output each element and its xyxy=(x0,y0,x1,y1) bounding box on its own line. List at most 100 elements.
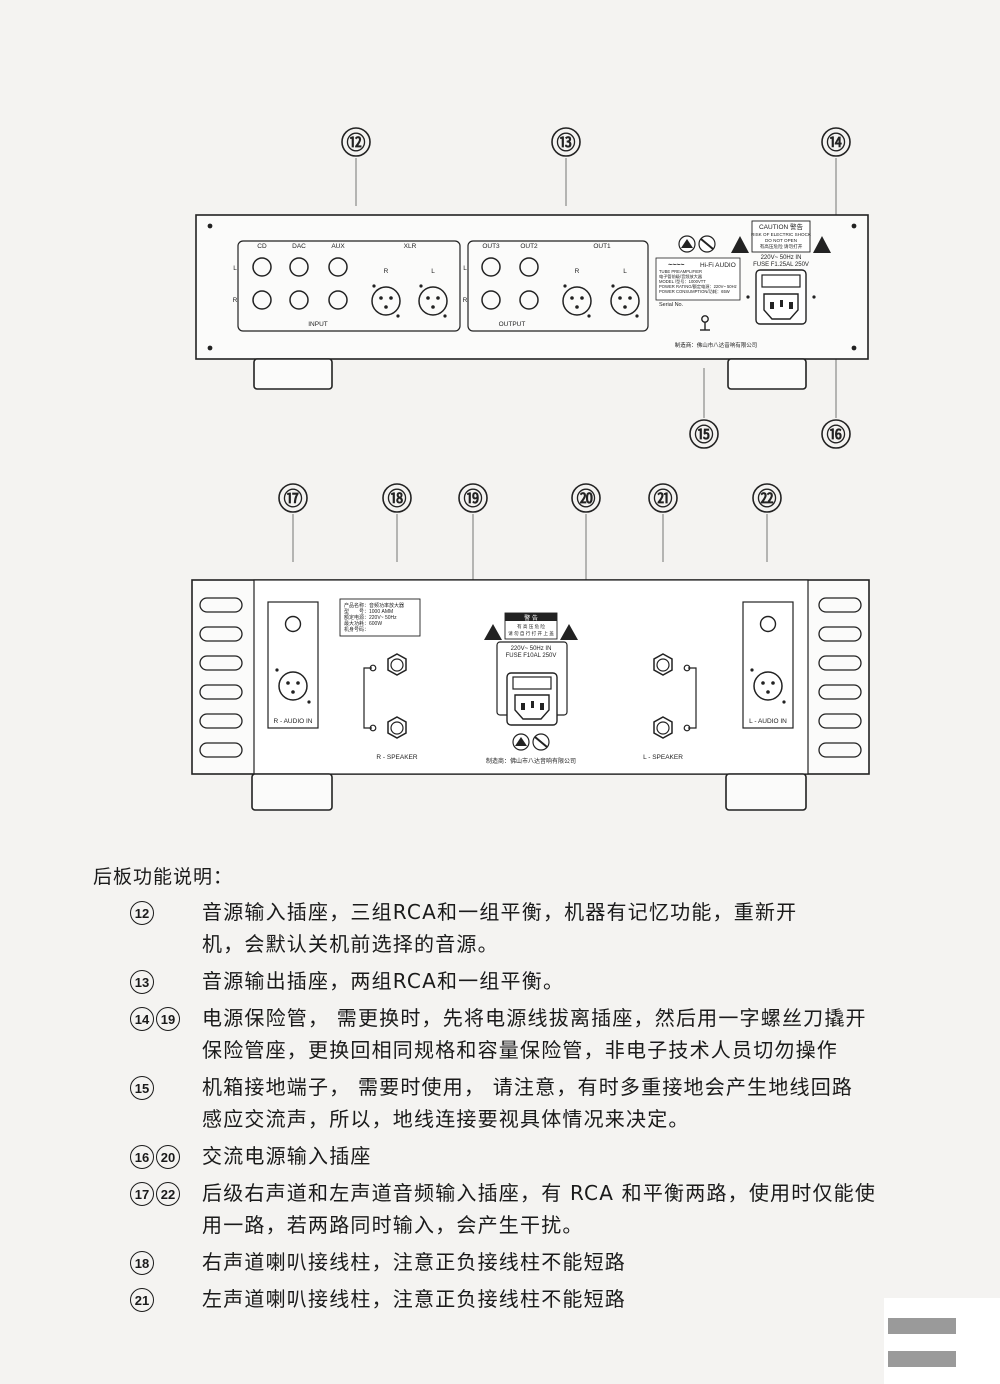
ground-terminal[interactable] xyxy=(700,315,710,331)
function-description-list: 12 音源输入插座，三组RCA和一组平衡，机器有记忆功能，重新开 机，会默认关机… xyxy=(130,900,890,1324)
caution-line3: 有高压危险 请勿打开 xyxy=(760,243,803,250)
callout-15: ⑮ xyxy=(694,423,713,446)
desc-text-12: 音源输入插座，三组RCA和一组平衡，机器有记忆功能，重新开 机，会默认关机前选择… xyxy=(202,900,798,956)
output-r-row-label: R xyxy=(463,297,468,304)
amp-warning-title: 警 告 xyxy=(524,614,538,622)
desc-item-18: 18 右声道喇叭接线柱，注意正负接线柱不能短路 xyxy=(130,1250,890,1278)
amp-iec-power-inlet[interactable] xyxy=(506,672,558,726)
input-aux-label: AUX xyxy=(331,243,345,250)
output-group-label: OUTPUT xyxy=(499,321,526,328)
callout-19: ⑲ xyxy=(463,487,482,510)
svg-text:~~~~: ~~~~ xyxy=(668,262,684,269)
l-xlr-input[interactable] xyxy=(753,671,783,701)
marker-18: 18 xyxy=(130,1251,154,1275)
callout-18: ⑱ xyxy=(387,487,406,510)
amp-warning-line1: 有 高 压 危 险 xyxy=(517,623,545,630)
r-speaker-terminals[interactable] xyxy=(363,653,407,739)
input-group-box xyxy=(237,240,461,332)
xlr-output-l[interactable] xyxy=(610,286,640,316)
rca-out2-l[interactable] xyxy=(519,257,539,277)
l-speaker-terminals[interactable] xyxy=(653,653,697,739)
input-xlr-label: XLR xyxy=(404,243,417,250)
desc-item-21: 21 左声道喇叭接线柱，注意正负接线柱不能短路 xyxy=(130,1287,890,1315)
page-tab-bar-bottom xyxy=(888,1351,956,1367)
rca-out3-r[interactable] xyxy=(481,290,501,310)
r-rca-input[interactable] xyxy=(284,615,302,633)
marker-14: 14 xyxy=(130,1007,154,1031)
rca-cd-l[interactable] xyxy=(252,257,272,277)
preamp-iec-power-inlet[interactable] xyxy=(746,269,816,325)
r-speaker-label: R - SPEAKER xyxy=(376,754,417,761)
amp-rear-panel-diagram: ⑰ ⑱ ⑲ ⑳ ㉑ ㉒ R - AUDIO IN L - AU xyxy=(191,483,870,811)
amp-foot-left xyxy=(251,773,333,811)
amp-power-rating: 220V~ 50Hz IN xyxy=(511,646,552,652)
callout-13-circle xyxy=(551,127,581,157)
amp-warning-line2: 请 勿 自 行 打 开 上 盖 xyxy=(508,630,554,637)
marker-17: 17 xyxy=(130,1182,154,1206)
caution-line1: RISK OF ELECTRIC SHOCK xyxy=(751,232,812,237)
preamp-foot-left xyxy=(253,358,333,390)
nameplate-model: MODEL /型号：1000VTT xyxy=(659,278,706,285)
marker-15: 15 xyxy=(130,1076,154,1100)
marker-13: 13 xyxy=(130,970,154,994)
desc-text-14-19: 电源保险管， 需更换时，先将电源线拔离插座，然后用一字螺丝刀撬开 保险管座，更换… xyxy=(202,1006,867,1062)
xlr-input-r[interactable] xyxy=(371,286,401,316)
nameplate-power-rating: POWER RATING/额定电源：220V~ 50Hz xyxy=(659,283,737,290)
caution-box xyxy=(751,220,811,253)
output-group-box xyxy=(467,240,649,332)
preamp-rear-panel-diagram: ⑫ ⑬ ⑭ ⑮ ⑯ CD DAC AUX XLR L R R L INPUT xyxy=(195,127,869,449)
caution-title: CAUTION 警告 xyxy=(759,222,804,231)
preamp-foot-right xyxy=(727,358,807,390)
output-xlr-r-label: R xyxy=(575,268,580,275)
rca-dac-l[interactable] xyxy=(289,257,309,277)
xlr-input-l[interactable] xyxy=(418,286,448,316)
callout-22: ㉒ xyxy=(757,487,776,510)
output-out1-label: OUT1 xyxy=(593,243,611,250)
callout-16: ⑯ xyxy=(826,423,845,446)
rca-aux-l[interactable] xyxy=(328,257,348,277)
input-cd-label: CD xyxy=(257,243,267,250)
marker-19: 19 xyxy=(156,1007,180,1031)
preamp-maker: 制造商：佛山市八达音响有限公司 xyxy=(675,341,758,349)
spec-line-5: 机身号码： xyxy=(344,626,369,633)
callout-13: ⑬ xyxy=(556,131,575,154)
callout-16-circle xyxy=(821,419,851,449)
desc-text-13: 音源输出插座，两组RCA和一组平衡。 xyxy=(202,969,565,993)
l-audio-in-box xyxy=(742,601,794,729)
caution-line2: DO NOT OPEN xyxy=(765,238,797,243)
r-audio-in-label: R - AUDIO IN xyxy=(273,718,312,725)
heatsink-right xyxy=(818,597,862,758)
input-l-row-label: L xyxy=(233,265,237,272)
nameplate-brand: Hi-Fi AUDIO xyxy=(700,262,736,269)
amp-spec-plate xyxy=(339,598,421,637)
output-xlr-l-label: L xyxy=(623,268,627,275)
rca-dac-r[interactable] xyxy=(289,290,309,310)
callout-20: ⑳ xyxy=(576,487,595,510)
l-rca-input[interactable] xyxy=(759,615,777,633)
input-r-row-label: R xyxy=(233,297,238,304)
desc-text-15: 机箱接地端子， 需要时使用， 请注意，有时多重接地会产生地线回路 感应交流声，所… xyxy=(202,1075,854,1131)
warning-triangle-left-icon xyxy=(731,236,749,253)
rca-aux-r[interactable] xyxy=(328,290,348,310)
certification-logos xyxy=(678,235,716,253)
desc-item-17-22: 17 22 后级右声道和左声道音频输入插座，有 RCA 和平衡两路，使用时仅能使… xyxy=(130,1181,890,1241)
preamp-fuse-rating: FUSE F1.25AL 250V xyxy=(753,262,809,268)
amp-warning-triangle-right-icon xyxy=(560,624,578,640)
callout-21: ㉑ xyxy=(653,487,672,510)
l-speaker-label: L - SPEAKER xyxy=(643,754,683,761)
rca-out3-l[interactable] xyxy=(481,257,501,277)
xlr-output-r[interactable] xyxy=(562,286,592,316)
input-group-label: INPUT xyxy=(308,321,328,328)
rca-cd-r[interactable] xyxy=(252,290,272,310)
callout-12-circle xyxy=(341,127,371,157)
r-xlr-input[interactable] xyxy=(278,671,308,701)
nameplate-power-consumption: POWER CONSUMPTION/功耗：65W xyxy=(659,288,730,295)
nameplate-cn-type: 电子管前级/音频放大器 xyxy=(659,273,703,280)
rca-out2-r[interactable] xyxy=(519,290,539,310)
spec-line-3: 额定电源：220V~ 50Hz xyxy=(344,614,397,621)
callout-17: ⑰ xyxy=(283,487,302,510)
callout-14: ⑭ xyxy=(826,131,845,154)
preamp-nameplate: ~~~~ Hi-Fi AUDIO TUBE PREAMPLIFIER 电子管前级… xyxy=(655,257,741,308)
marker-21: 21 xyxy=(130,1288,154,1312)
input-dac-label: DAC xyxy=(292,243,306,250)
